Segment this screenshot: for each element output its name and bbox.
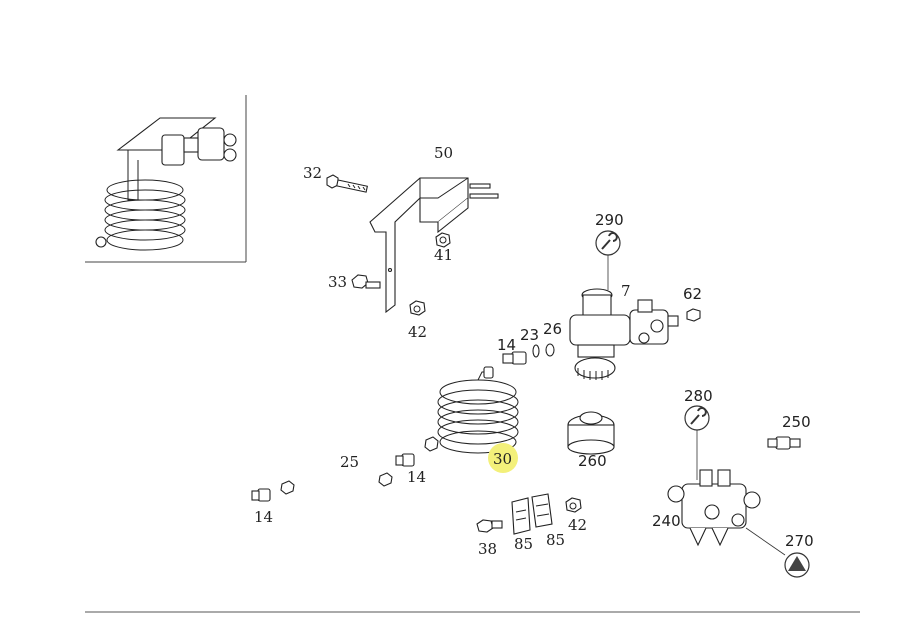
highlight-marker — [488, 443, 518, 473]
part-85-clip-b[interactable]: 85 — [531, 493, 565, 549]
label-14-mid: 14 — [407, 468, 426, 486]
part-41-nut[interactable]: 41 — [434, 232, 453, 264]
label-260: 260 — [578, 452, 607, 470]
part-50-bracket[interactable]: 50 — [369, 144, 499, 314]
label-14-lower: 14 — [254, 508, 273, 526]
part-14-fitting-lower[interactable]: 14 — [251, 488, 273, 526]
label-26: 26 — [543, 320, 562, 338]
part-280-wrench[interactable]: 280 — [684, 387, 713, 480]
label-42-lower: 42 — [568, 516, 587, 534]
part-62-fitting[interactable]: 62 — [683, 285, 702, 322]
label-25: 25 — [340, 453, 359, 471]
thumbnail-coil-icon — [104, 179, 186, 251]
label-85-b: 85 — [546, 531, 565, 549]
label-33: 33 — [328, 273, 347, 291]
label-85-a: 85 — [514, 535, 533, 553]
label-23: 23 — [520, 326, 539, 344]
part-25-pipe[interactable]: 25 — [280, 453, 393, 495]
part-7-valve-assembly[interactable]: 7 — [569, 282, 679, 380]
part-30-coil[interactable]: 30 — [424, 366, 519, 473]
label-30: 30 — [493, 450, 512, 468]
part-32-bolt[interactable]: 32 — [303, 164, 368, 193]
label-250: 250 — [782, 413, 811, 431]
label-280: 280 — [684, 387, 713, 405]
part-85-clip-a[interactable]: 85 — [511, 497, 533, 553]
label-270: 270 — [785, 532, 814, 550]
part-23-washer[interactable]: 23 — [520, 326, 540, 358]
part-14-fitting-upper[interactable]: 14 — [497, 336, 527, 365]
part-42-nut-upper[interactable]: 42 — [408, 300, 427, 341]
part-33-screw[interactable]: 33 — [328, 273, 381, 291]
label-240: 240 — [652, 512, 681, 530]
part-240-valve-block[interactable]: 240 — [652, 469, 761, 547]
overview-thumbnail[interactable] — [85, 95, 247, 263]
label-7: 7 — [621, 282, 631, 300]
part-260-filter-cup[interactable]: 260 — [567, 411, 615, 470]
part-14-fitting-mid[interactable]: 14 — [395, 453, 426, 486]
label-42-upper: 42 — [408, 323, 427, 341]
part-26-washer[interactable]: 26 — [543, 320, 562, 357]
label-32: 32 — [303, 164, 322, 182]
label-290: 290 — [595, 211, 624, 229]
label-41: 41 — [434, 246, 453, 264]
label-14-upper: 14 — [497, 336, 516, 354]
label-62: 62 — [683, 285, 702, 303]
part-290-wrench[interactable]: 290 — [595, 211, 624, 290]
part-250-fitting[interactable]: 250 — [767, 413, 811, 450]
part-270-symbol[interactable]: 270 — [745, 527, 814, 578]
label-38: 38 — [478, 540, 497, 558]
part-42-nut-lower[interactable]: 42 — [565, 497, 587, 534]
part-38-screw[interactable]: 38 — [476, 519, 503, 558]
label-50: 50 — [434, 144, 453, 162]
